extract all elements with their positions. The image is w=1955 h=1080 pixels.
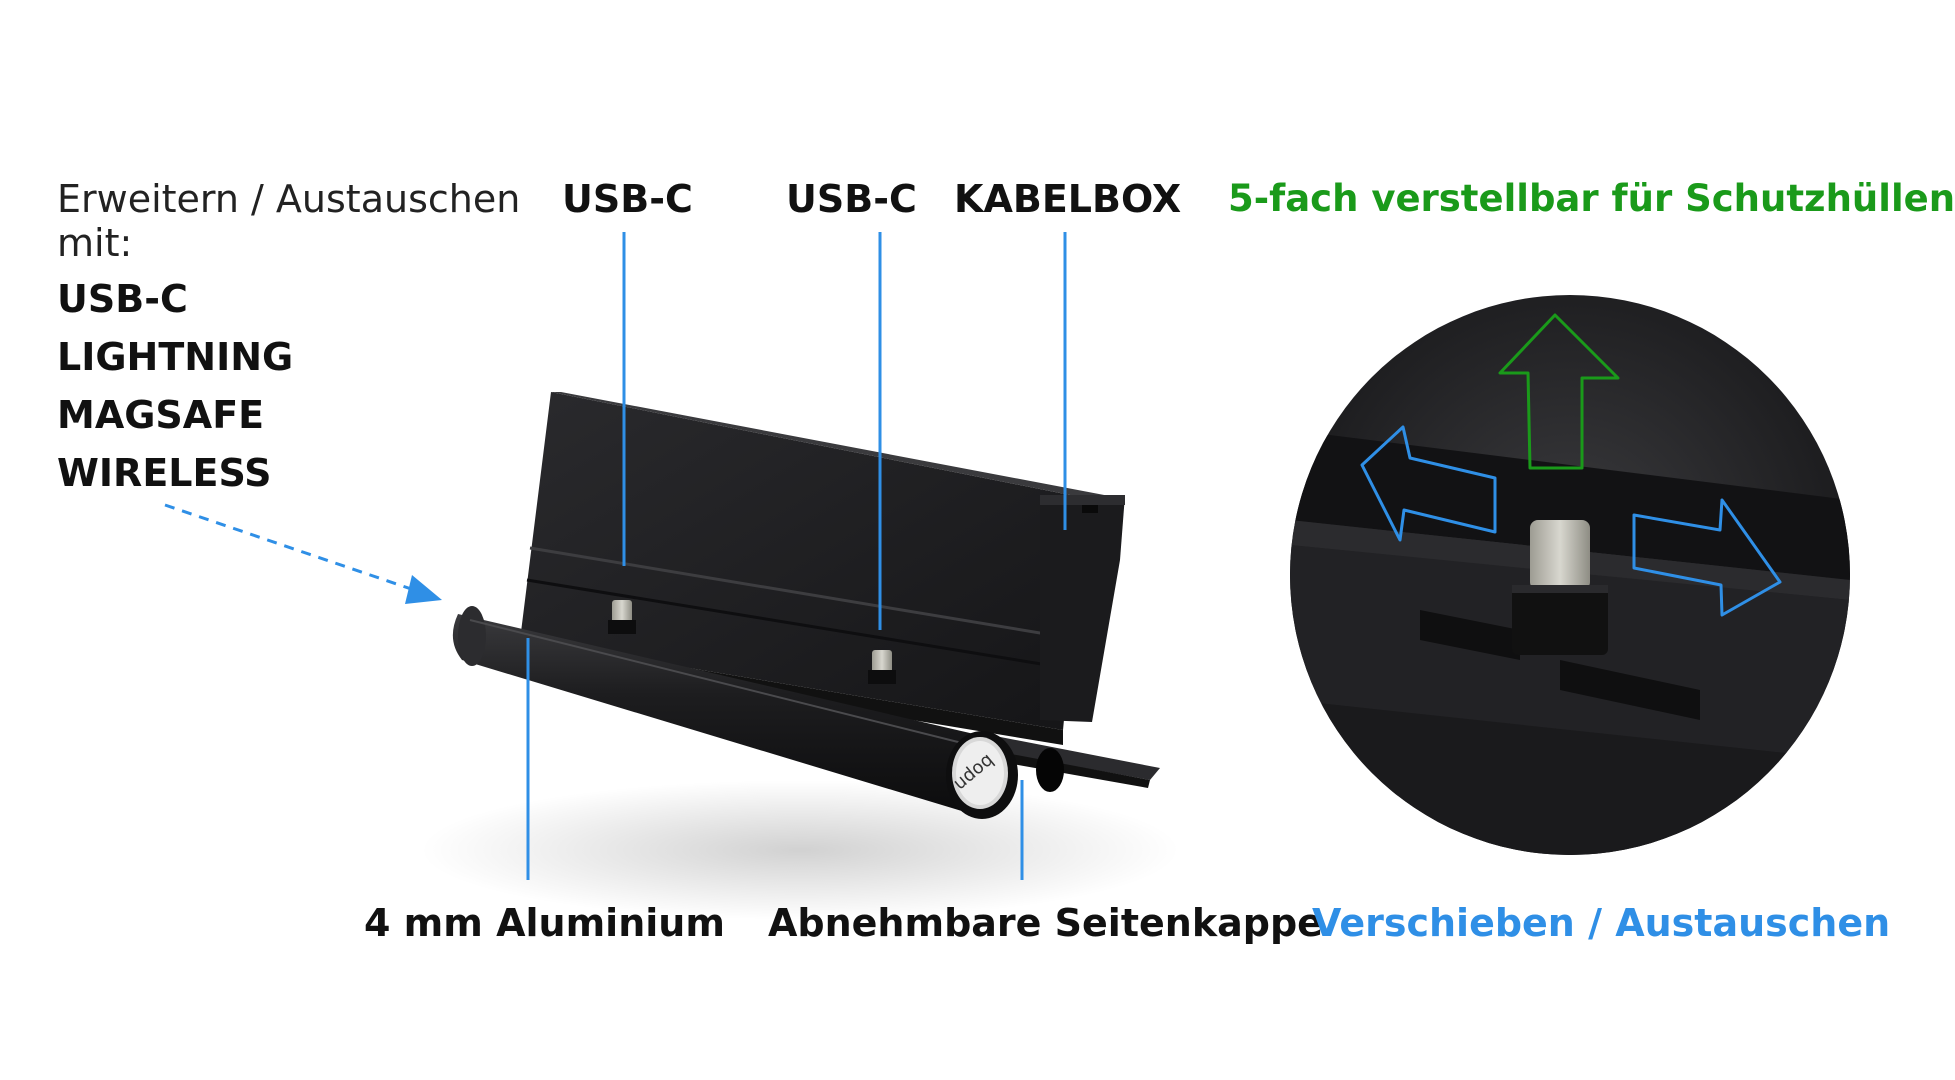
adjustable-label: 5-fach verstellbar für Schutzhüllen (1228, 177, 1955, 220)
expand-option-lightning: LIGHTNING (57, 335, 294, 379)
zoom-detail (1290, 295, 1850, 855)
expand-option-wireless: WIRELESS (57, 451, 272, 495)
side-cap (946, 731, 1064, 819)
expand-label-line2: mit: (57, 221, 133, 265)
floor-shadow (420, 780, 1180, 920)
expand-label-line1: Erweitern / Austauschen (57, 177, 521, 221)
arrow-right-icon (1632, 498, 1782, 617)
arrow-left-icon (1360, 425, 1497, 542)
slide-swap-label: Verschieben / Austauschen (1312, 901, 1891, 945)
arrow-up-icon (1498, 313, 1620, 470)
usb-c-label-2: USB-C (786, 177, 917, 221)
callout-lines (526, 232, 1067, 880)
expand-option-usb-c: USB-C (57, 277, 188, 321)
expand-option-magsafe: MAGSAFE (57, 393, 265, 437)
aluminium-rail (452, 606, 1000, 815)
kabelbox-label: KABELBOX (954, 177, 1182, 221)
side-cap-label: Abnehmbare Seitenkappe (768, 901, 1323, 945)
aluminium-label: 4 mm Aluminium (364, 901, 725, 945)
usb-c-label-1: USB-C (562, 177, 693, 221)
dashed-arrow-icon (164, 503, 442, 604)
usb-c-connector-1 (608, 600, 636, 634)
usb-c-connector-2 (868, 650, 896, 684)
